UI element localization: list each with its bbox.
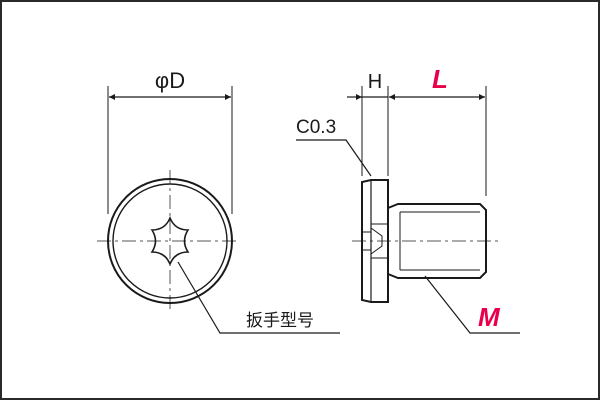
front-view	[97, 170, 240, 312]
head-inner-circle	[112, 183, 228, 299]
head-height-dimension	[347, 86, 389, 176]
screw-shank	[387, 203, 487, 279]
diameter-dimension	[107, 86, 233, 214]
thread-label: M	[478, 302, 501, 332]
length-label: L	[432, 64, 448, 94]
torx-recess	[150, 215, 190, 267]
chamfer-leader	[296, 139, 372, 177]
length-dimension	[389, 86, 487, 196]
chamfer-label: C0.3	[296, 117, 336, 138]
wrench-type-leader	[177, 261, 340, 334]
diameter-label: φD	[155, 68, 185, 93]
head-outer-circle	[107, 178, 233, 304]
side-view	[352, 179, 498, 303]
head-height-label: H	[368, 71, 382, 93]
thread-leader	[424, 275, 520, 334]
wrench-type-label: 扳手型号	[246, 311, 314, 330]
